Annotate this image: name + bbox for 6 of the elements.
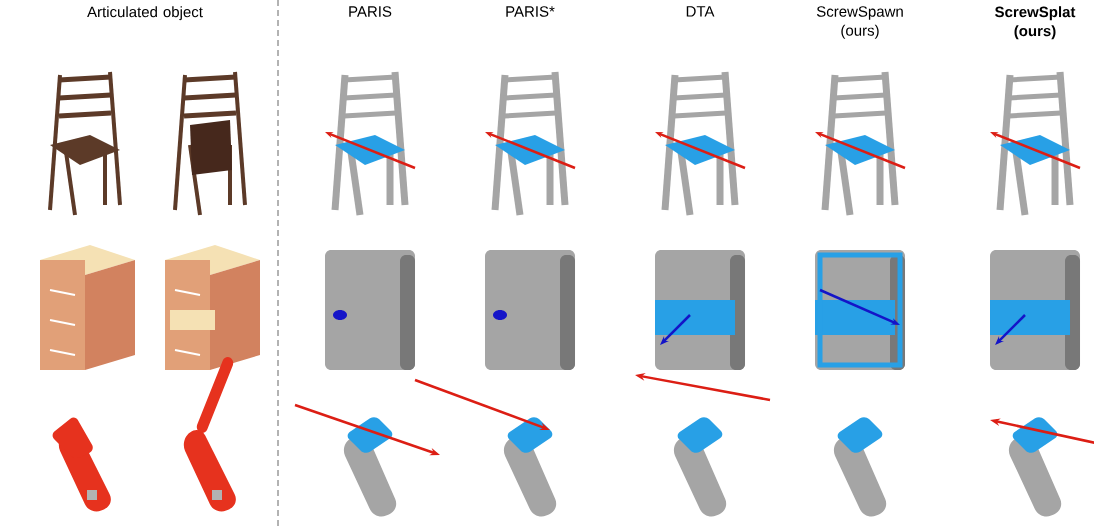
column-heading: PARIS* [506, 6, 555, 17]
column-heading: ScrewSplat (ours) [995, 6, 1076, 40]
column-heading: Articulated object [87, 6, 203, 21]
column-heading: PARIS [349, 6, 392, 17]
column-heading: ScrewSpawn (ours) [816, 6, 903, 39]
column-heading: DTA [686, 6, 715, 17]
